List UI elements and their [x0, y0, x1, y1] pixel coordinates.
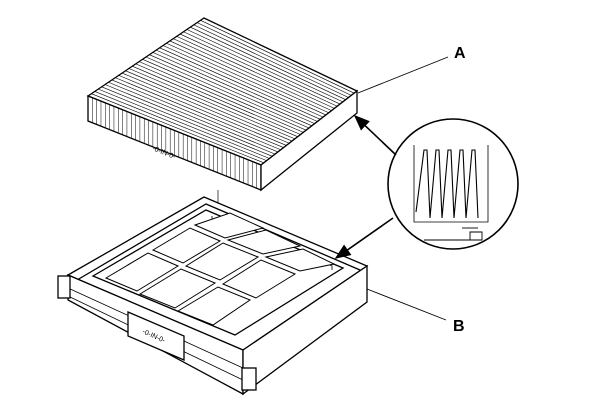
filter-pleat-line — [101, 86, 273, 157]
filter-pleat-line — [156, 49, 318, 122]
filter-pleat-line — [183, 31, 341, 105]
filter-pleat-line — [118, 75, 287, 146]
filter-pleat-line — [94, 91, 267, 161]
leader-line-b — [366, 288, 447, 321]
holder-grid — [104, 212, 336, 326]
detail-magnifier — [387, 118, 519, 250]
leader-line-a — [357, 56, 449, 94]
filter-pleat-line — [197, 22, 352, 96]
detail-arrow-to-holder — [334, 217, 394, 259]
filter-pleat-line — [149, 54, 312, 127]
filter-pleat-line — [132, 65, 298, 137]
filter-pleat-line — [169, 40, 329, 114]
filter-pleat-line — [115, 77, 284, 148]
filter-pleat-line — [104, 84, 276, 155]
filter-pleat-line — [190, 26, 346, 100]
detail-arrow-to-filter — [353, 114, 397, 156]
filter-pleat-line — [159, 47, 321, 120]
callout-a: A — [454, 45, 466, 62]
filter-pleat-line — [200, 20, 355, 94]
filter-pleat-line — [166, 42, 327, 116]
filter-pleat-line — [125, 70, 293, 142]
filter-pleat-line — [173, 38, 332, 111]
filter-pleat-line — [91, 93, 264, 164]
filter-pleats — [91, 20, 355, 164]
filter-pleat-line — [135, 63, 301, 135]
filter-pleat-line — [176, 36, 335, 109]
filter-front-pleats — [92, 97, 257, 189]
filter-pleat-line — [142, 59, 307, 131]
filter-pleat-line — [111, 79, 281, 151]
filter-pleat-line — [128, 68, 295, 140]
detail-pleat-zigzag — [415, 149, 479, 219]
filter-pleat-line — [193, 24, 349, 98]
callout-b: B — [453, 318, 465, 335]
filter-pleat-line — [139, 61, 304, 133]
filter-pleat-line — [179, 33, 338, 107]
filter-pleat-line — [145, 56, 310, 129]
filter-pleat-line — [108, 81, 279, 153]
filter-pleat-line — [152, 52, 315, 124]
filter-pleat-line — [98, 88, 270, 159]
filter-pleat-line — [186, 29, 344, 103]
filter-pleat-line — [122, 72, 290, 144]
filter-pleat-line — [162, 45, 324, 118]
filter-element — [86, 17, 359, 192]
detail-frame — [413, 145, 489, 223]
